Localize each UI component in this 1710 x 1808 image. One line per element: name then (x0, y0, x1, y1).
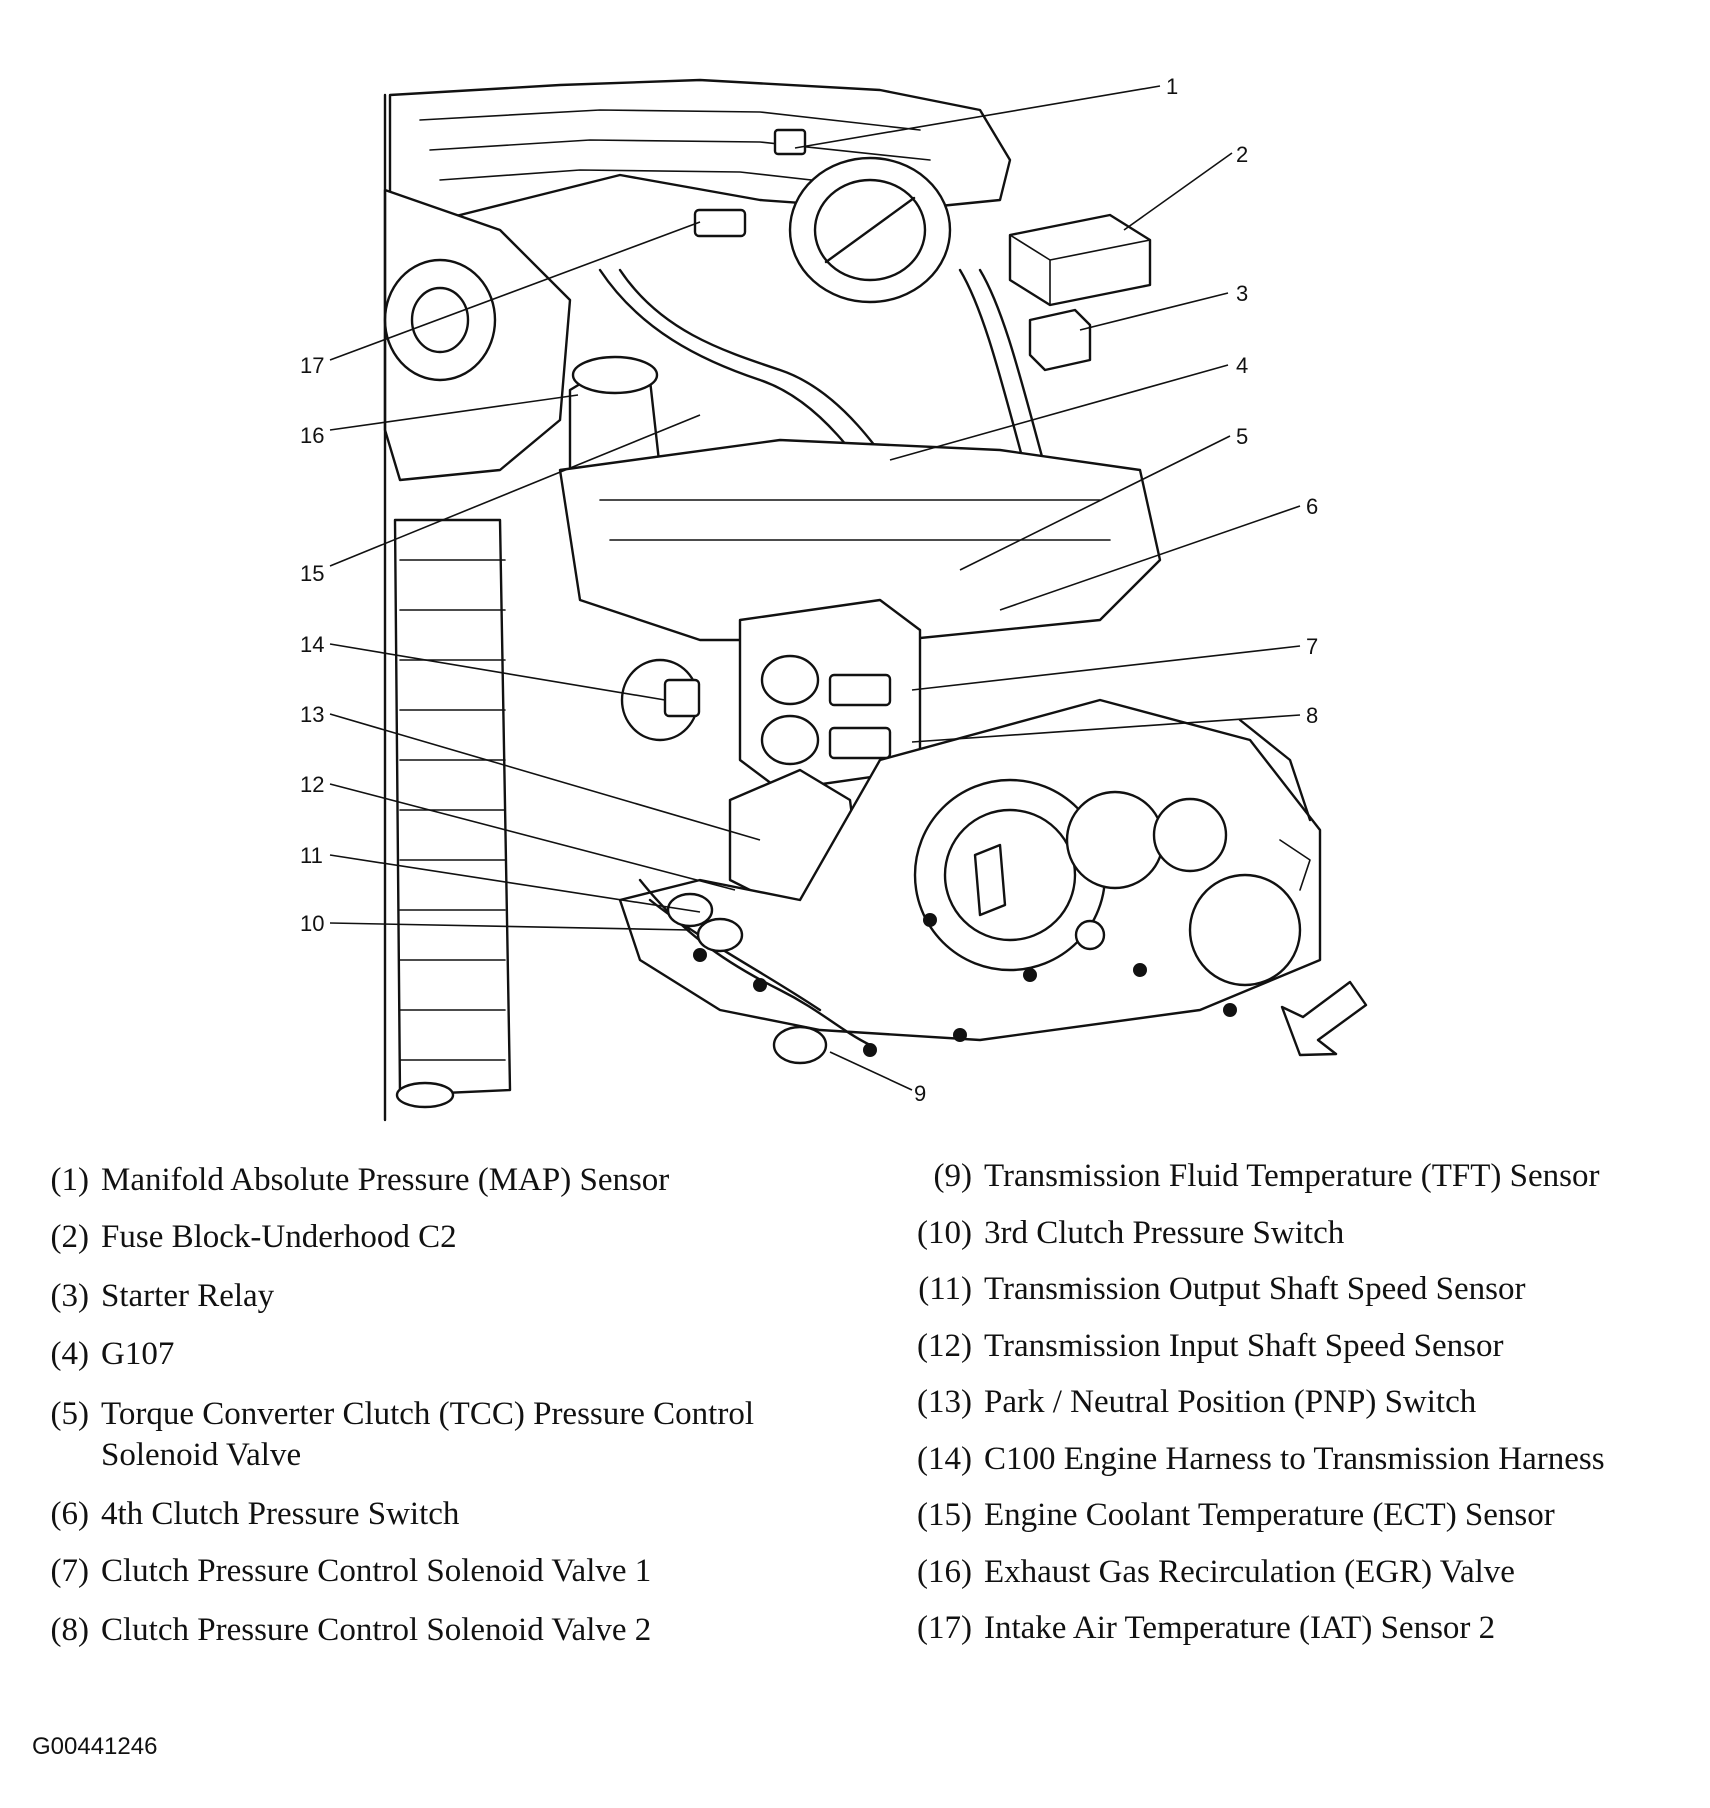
callout-7: 7 (1306, 634, 1318, 659)
legend-item-14: (14)C100 Engine Harness to Transmission … (917, 1441, 1605, 1477)
callout-2: 2 (1236, 142, 1248, 167)
callout-12: 12 (300, 772, 324, 797)
callout-4: 4 (1236, 353, 1248, 378)
legend-item-11: (11)Transmission Output Shaft Speed Sens… (918, 1271, 1526, 1307)
callout-6: 6 (1306, 494, 1318, 519)
callout-1: 1 (1166, 74, 1178, 99)
legend-item-16: (16)Exhaust Gas Recirculation (EGR) Valv… (917, 1554, 1515, 1590)
legend-item-10: (10)3rd Clutch Pressure Switch (917, 1215, 1345, 1251)
callout-labels: 1 2 3 4 5 6 7 8 9 10 11 12 13 14 15 16 1… (300, 74, 1318, 1106)
legend-item-6: (6)4th Clutch Pressure Switch (50, 1496, 460, 1532)
leader-lines (329, 85, 1301, 1091)
callout-3: 3 (1236, 281, 1248, 306)
callout-5: 5 (1236, 424, 1248, 449)
callout-14: 14 (300, 632, 324, 657)
legend-item-12: (12)Transmission Input Shaft Speed Senso… (917, 1328, 1504, 1364)
legend-right-column: (9)Transmission Fluid Temperature (TFT) … (900, 1158, 1700, 1680)
legend-left-column: (1)Manifold Absolute Pressure (MAP) Sens… (44, 1160, 864, 1680)
figure-code: G00441246 (32, 1733, 158, 1760)
callout-17: 17 (300, 353, 324, 378)
callout-16: 16 (300, 423, 324, 448)
callout-13: 13 (300, 702, 324, 727)
callout-15: 15 (300, 561, 324, 586)
callout-9: 9 (914, 1081, 926, 1106)
callout-10: 10 (300, 911, 324, 936)
legend-item-4: (4)G107 (50, 1336, 175, 1372)
legend-item-8: (8)Clutch Pressure Control Solenoid Valv… (50, 1612, 652, 1648)
engine-drawing (383, 78, 1368, 1122)
legend-item-17: (17)Intake Air Temperature (IAT) Sensor … (917, 1610, 1496, 1646)
legend-item-3: (3)Starter Relay (50, 1278, 275, 1314)
callout-8: 8 (1306, 703, 1318, 728)
legend-item-15: (15)Engine Coolant Temperature (ECT) Sen… (917, 1497, 1555, 1533)
legend-item-7: (7)Clutch Pressure Control Solenoid Valv… (50, 1553, 652, 1589)
legend-item-13: (13)Park / Neutral Position (PNP) Switch (917, 1384, 1477, 1420)
legend-item-9: (9)Transmission Fluid Temperature (TFT) … (933, 1158, 1600, 1194)
legend-item-2: (2)Fuse Block-Underhood C2 (50, 1219, 457, 1255)
callout-11: 11 (300, 843, 323, 868)
engine-illustration: 1 2 3 4 5 6 7 8 9 10 11 12 13 14 15 16 1… (300, 74, 1368, 1122)
legend-item-1: (1)Manifold Absolute Pressure (MAP) Sens… (50, 1162, 670, 1198)
legend-item-5: (5)Torque Converter Clutch (TCC) Pressur… (50, 1396, 754, 1473)
